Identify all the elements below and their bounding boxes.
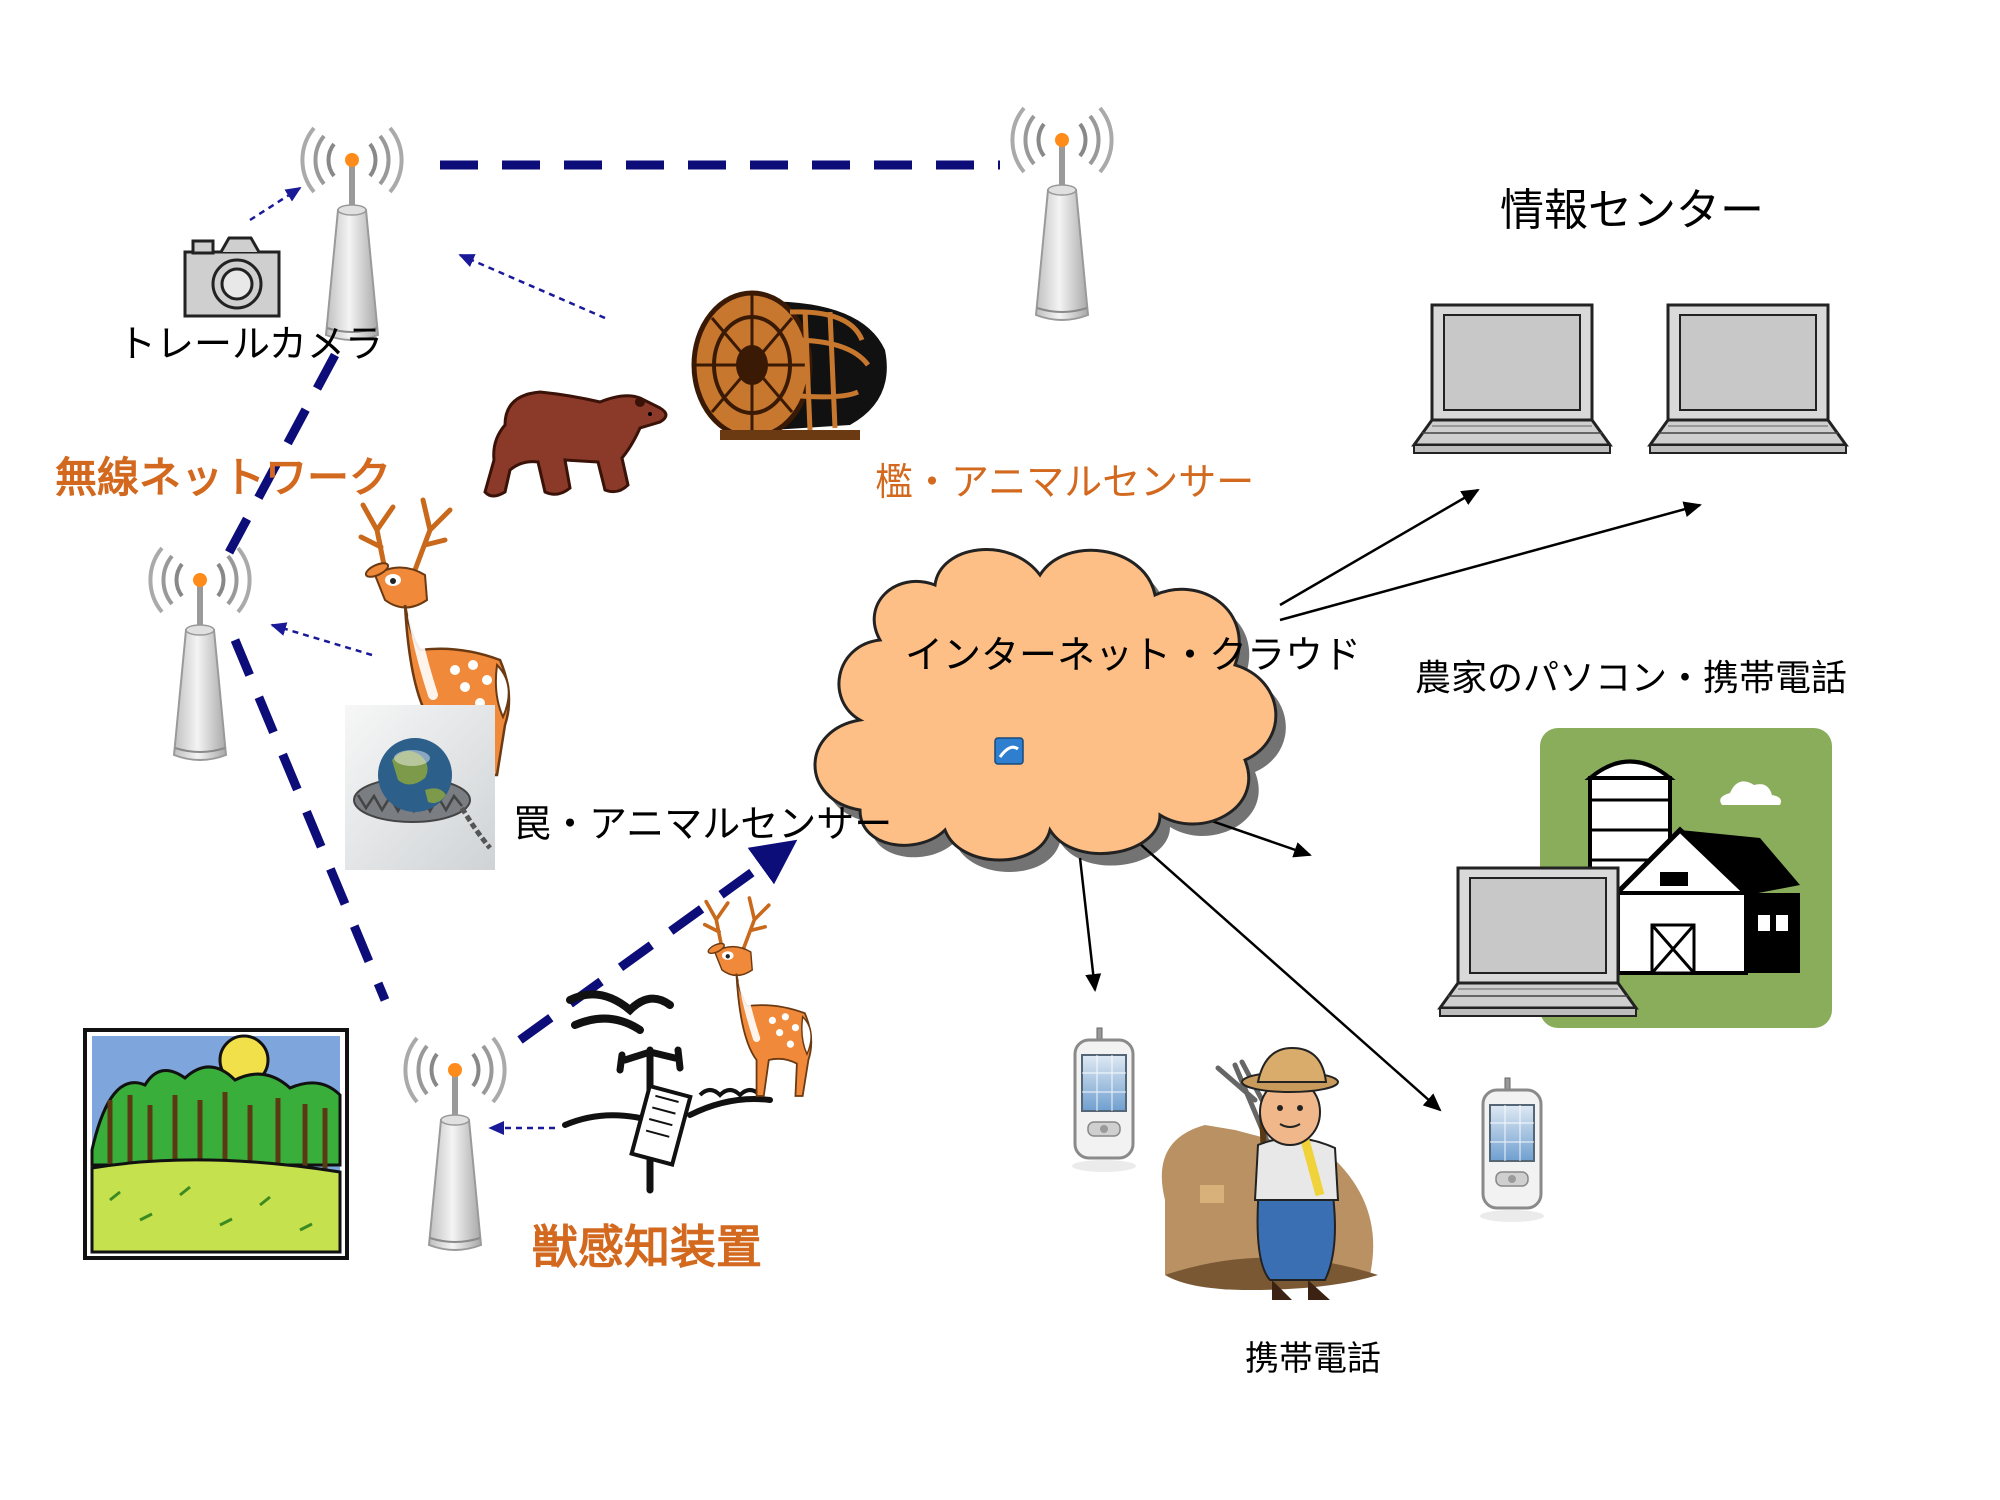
animal-trap-icon: [345, 705, 495, 870]
laptop-icon: [1648, 303, 1848, 455]
mobile-phone-label: 携帯電話: [1245, 1339, 1381, 1379]
camera-icon: [183, 236, 281, 318]
info-center-label: 情報センター: [1500, 185, 1764, 236]
internet-cloud-label: インターネット・クラウド: [905, 633, 1361, 677]
antenna-tower-icon: [300, 126, 404, 342]
trail-camera-label: トレールカメラ: [118, 322, 383, 366]
mobile-phone-icon: [1070, 1026, 1138, 1174]
deer-icon: [705, 898, 812, 1096]
wireless-network-links: [221, 160, 1000, 1044]
farmer-pc-phone-label: 農家のパソコン・携帯電話: [1415, 658, 1847, 699]
antenna-tower-icon: [1010, 106, 1114, 322]
bear-icon: [483, 390, 668, 498]
cage-sensor-label: 檻・アニマルセンサー: [875, 460, 1254, 504]
trap-sensor-label: 罠・アニマルセンサー: [513, 802, 892, 846]
laptop-icon: [1438, 866, 1638, 1018]
cage-trap-icon: [691, 290, 887, 440]
sensor-uplink-arrows: [249, 186, 606, 1135]
laptop-icon: [1412, 303, 1612, 455]
landscape-picture: [83, 1028, 349, 1260]
beast-detector-icon: [562, 990, 773, 1194]
internet-cloud-icon: [813, 548, 1286, 872]
mobile-phone-icon: [1478, 1076, 1546, 1224]
antenna-tower-icon: [148, 546, 252, 762]
cloud-downlink-arrows: [1078, 488, 1702, 1112]
beast-detector-label: 獣感知装置: [532, 1220, 762, 1274]
wireless-network-label: 無線ネットワーク: [55, 453, 391, 502]
antenna-tower-icon: [403, 1036, 507, 1252]
farmer-icon: [1161, 1046, 1378, 1300]
